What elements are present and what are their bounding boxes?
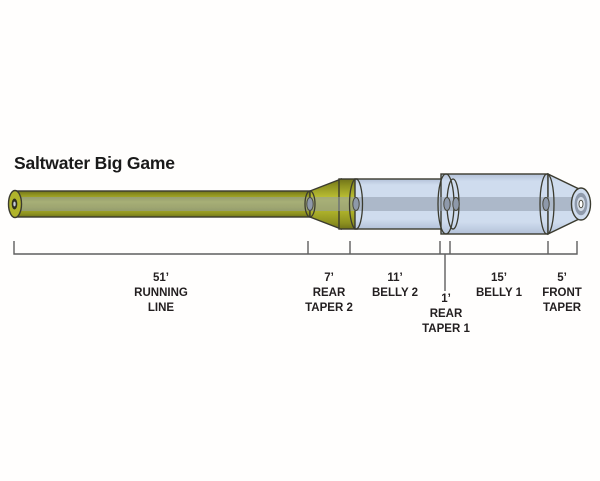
core-stripe	[18, 197, 576, 211]
running-line-end-rim	[304, 190, 316, 218]
core-ring-3	[443, 197, 451, 211]
scale-bracket	[13, 241, 578, 255]
segment-label-rear-taper-1: 1’ REAR TAPER 1	[422, 293, 470, 335]
core-ring-2	[352, 197, 360, 211]
segment-label-belly-1: 15’ BELLY 1	[475, 272, 523, 299]
page-title: Saltwater Big Game	[14, 153, 175, 173]
core-ring-5	[542, 197, 550, 211]
collar-end-rim	[348, 178, 364, 230]
core-ring-4	[452, 197, 460, 211]
segment-label-running-line: 51’ RUNNING LINE	[134, 272, 188, 314]
belly-1-end-rim	[539, 173, 555, 235]
running-line-core-center	[13, 201, 16, 207]
segment-label-belly-2: 11’ BELLY 2	[371, 272, 419, 299]
segment-label-front-taper: 5’ FRONT TAPER	[542, 272, 582, 314]
tip-core-hole	[578, 199, 584, 209]
segment-label-rear-taper-2: 7’ REAR TAPER 2	[305, 272, 353, 314]
core-ring-1	[306, 197, 314, 211]
